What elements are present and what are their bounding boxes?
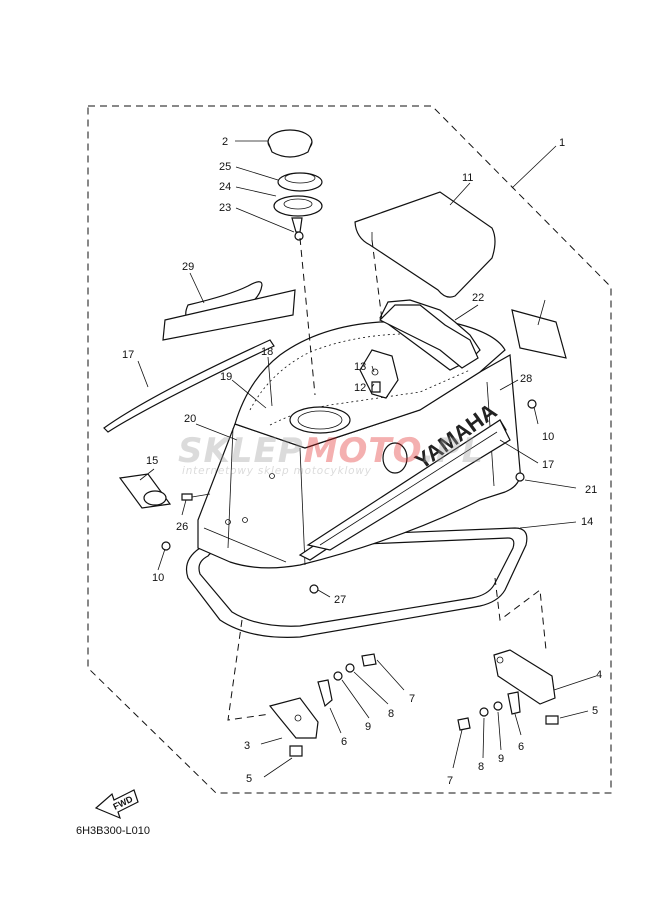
callout-28: 28 — [520, 373, 532, 385]
callout-23: 23 — [219, 202, 231, 214]
seal-22 — [378, 304, 479, 369]
plate-15 — [118, 473, 172, 509]
callout-13: 13 — [354, 361, 366, 373]
callout-27: 27 — [334, 594, 346, 606]
callout-3: 3 — [244, 740, 250, 752]
callout-11: 11 — [462, 172, 473, 184]
callout-20: 20 — [184, 413, 196, 425]
callout-5-right: 5 — [592, 705, 598, 717]
callout-29: 29 — [182, 261, 194, 273]
callout-24: 24 — [219, 181, 231, 193]
stripe-17-left — [103, 339, 275, 433]
callout-9-left: 9 — [365, 721, 371, 733]
label-16 — [511, 309, 567, 359]
callout-2: 2 — [222, 136, 228, 148]
callout-14: 14 — [581, 516, 593, 528]
watermark-sub: internetowy sklep motocyklowy — [182, 465, 372, 477]
callout-12: 12 — [354, 382, 366, 394]
callout-7-left: 7 — [409, 693, 415, 705]
callout-4: 4 — [596, 669, 602, 681]
cover-11 — [354, 191, 496, 298]
callout-7-right: 7 — [447, 775, 453, 787]
callout-8-left: 8 — [388, 708, 394, 720]
callout-numbers: 1 2 3 4 5 5 6 6 7 7 8 8 9 9 10 10 11 12 … — [122, 136, 602, 787]
watermark: SKLEPMOTO.PL internetowy sklep motocyklo… — [178, 431, 484, 477]
callout-9-right: 9 — [498, 753, 504, 765]
fwd-arrow: FWD — [94, 789, 139, 820]
callout-5-left: 5 — [246, 773, 252, 785]
callout-10-right: 10 — [542, 431, 554, 443]
callout-21: 21 — [585, 484, 597, 496]
callout-26: 26 — [176, 521, 188, 533]
callout-22: 22 — [472, 292, 484, 304]
callout-6-left: 6 — [341, 736, 347, 748]
callout-15: 15 — [146, 455, 158, 467]
callout-17-left: 17 — [122, 349, 134, 361]
drawing-code: 6H3B300-L010 — [76, 825, 151, 837]
callout-18: 18 — [261, 346, 273, 358]
callout-17-right: 17 — [542, 459, 554, 471]
damper-and-screw — [359, 349, 399, 399]
svg-text:SKLEPMOTO.PL: SKLEPMOTO.PL — [178, 431, 484, 471]
cap-stack — [267, 129, 323, 241]
assembly-lines — [227, 237, 547, 721]
callout-8-right: 8 — [478, 761, 484, 773]
watermark-middle: MOTO — [304, 431, 422, 471]
assembly-boundary — [87, 105, 612, 794]
emblem-backing — [162, 289, 296, 341]
bracket-left-3 — [268, 653, 377, 757]
callout-25: 25 — [219, 161, 231, 173]
callout-10-left: 10 — [152, 572, 164, 584]
callout-19: 19 — [220, 371, 232, 383]
leader-lines — [137, 140, 597, 778]
watermark-right: .PL — [422, 431, 485, 471]
callout-6-right: 6 — [518, 741, 524, 753]
fasteners — [161, 399, 537, 594]
callout-1: 1 — [559, 137, 565, 149]
bracket-right-4 — [457, 649, 559, 731]
watermark-left: SKLEP — [178, 431, 304, 471]
